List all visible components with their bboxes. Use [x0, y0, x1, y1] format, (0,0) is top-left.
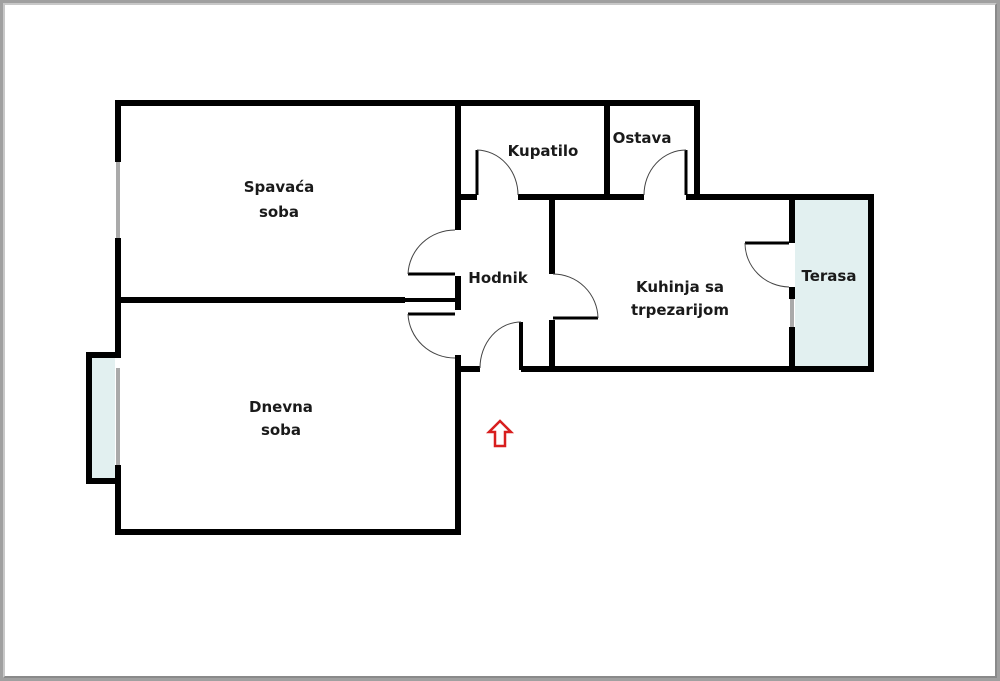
bedroom-label-line2: soba: [259, 203, 299, 221]
terrace-fill: [795, 200, 871, 367]
balcony-fill: [90, 355, 115, 480]
kitchen-label-line2: trpezarijom: [631, 301, 729, 319]
walls: [86, 100, 874, 535]
terrace-label: Terasa: [802, 267, 857, 285]
hallway-label: Hodnik: [468, 269, 528, 287]
windows: [116, 162, 794, 465]
kitchen-label: Kuhinja sa: [636, 278, 724, 296]
doors: [407, 149, 790, 369]
entrance-arrow-icon: [485, 419, 515, 448]
living-room-label-line2: soba: [261, 421, 301, 439]
bedroom-label: Spavaća: [244, 178, 315, 196]
bathroom-label: Kupatilo: [508, 142, 579, 160]
image-frame-inner: [3, 3, 997, 678]
living-room-label: Dnevna: [249, 398, 313, 416]
storage-label: Ostava: [613, 129, 672, 147]
